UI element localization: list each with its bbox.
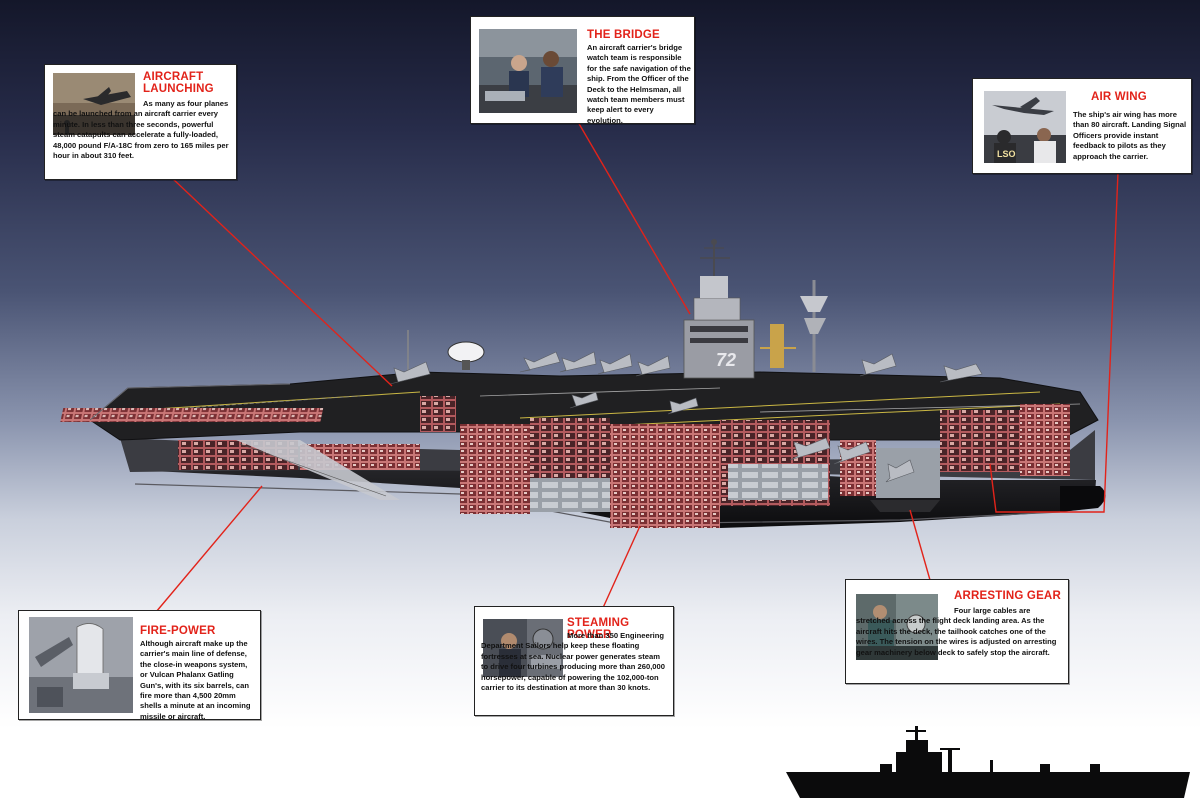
aircraft-launching-photo <box>53 73 135 135</box>
hull-number: 72 <box>716 350 736 370</box>
radar-dome <box>447 341 485 370</box>
leader-line-fire-power <box>155 485 263 613</box>
leader-lines <box>155 121 1119 613</box>
callout-title: ARRESTING GEAR <box>954 590 1061 602</box>
fire-power-photo <box>29 617 133 713</box>
carrier-island: 72 <box>683 239 755 379</box>
leader-line-steaming-power <box>601 525 641 611</box>
aircraft-carrier-silhouette-icon <box>786 726 1190 798</box>
callout-arresting-gear: ARRESTING GEAR Four large cables are str… <box>845 579 1069 684</box>
callout-text: Although aircraft make up the carrier's … <box>140 639 251 721</box>
leader-line-aircraft-launching <box>171 177 393 387</box>
radar-mast <box>760 280 828 372</box>
lso-label: LSO <box>997 149 1016 159</box>
callout-title: FIRE-POWER <box>140 625 216 637</box>
callout-steaming-power: STEAMING POWER More than 350 Engineering… <box>474 606 674 716</box>
callout-title: THE BRIDGE <box>587 29 660 41</box>
aircraft-carrier-cutaway-icon: 72 <box>60 239 1106 528</box>
callout-title: AIRCRAFT LAUNCHING <box>143 71 214 95</box>
callout-fire-power: FIRE-POWER Although aircraft make up the… <box>18 610 261 721</box>
callout-the-bridge: THE BRIDGE An aircraft carrier's bridge … <box>470 16 695 125</box>
callout-text: Four large cables are stretched across t… <box>856 606 1057 657</box>
callout-text: As many as four planes can be launched f… <box>53 99 229 161</box>
leader-line-arresting-gear <box>909 509 931 581</box>
air-wing-photo: LSO <box>984 91 1066 163</box>
callout-text: An aircraft carrier's bridge watch team … <box>587 43 691 125</box>
callout-text: The ship's air wing has more than 80 air… <box>1073 110 1187 161</box>
callout-title: AIR WING <box>1091 91 1147 103</box>
callout-air-wing: LSO AIR WING The ship's air wing has mor… <box>972 78 1192 174</box>
flight-deck <box>89 371 1099 441</box>
leader-line-air-wing <box>989 171 1119 513</box>
callout-title: STEAMING POWER <box>567 617 630 641</box>
callout-text: More than 350 Engineering Department Sai… <box>481 631 665 693</box>
steaming-power-photo <box>483 619 563 677</box>
leader-line-the-bridge <box>577 121 691 315</box>
bridge-photo <box>479 29 577 113</box>
callout-aircraft-launching: AIRCRAFT LAUNCHING As many as four plane… <box>44 64 237 180</box>
deck-aircraft <box>389 351 983 483</box>
arresting-gear-photo <box>856 594 938 660</box>
